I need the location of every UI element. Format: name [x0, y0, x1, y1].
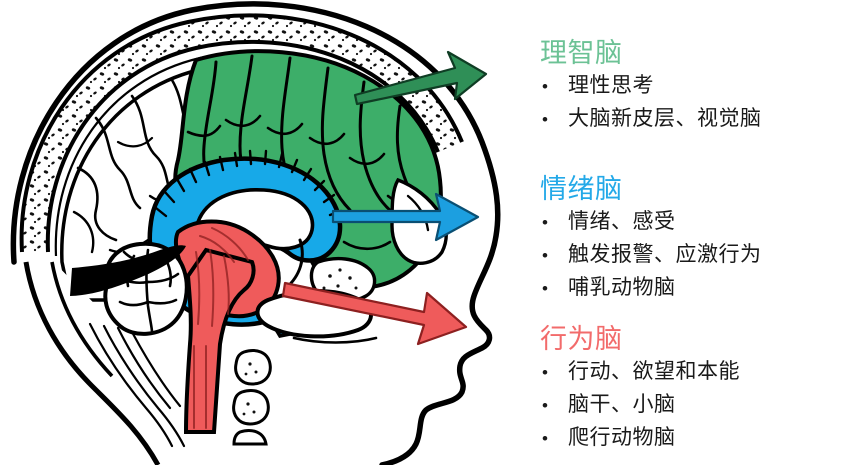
list-item-label: 理性思考: [568, 74, 654, 97]
list-item-label: 触发报警、应激行为: [568, 243, 762, 266]
section-rational-brain: 理智脑 • 理性思考 • 大脑新皮层、视觉脑: [528, 36, 863, 136]
list-item-label: 哺乳动物脑: [568, 276, 676, 299]
cerebellum: [70, 241, 189, 336]
bullet-point-icon: •: [542, 213, 548, 232]
bullet-point-icon: •: [542, 279, 548, 298]
list-item: • 脑干、小脑: [528, 389, 863, 422]
bullet-point-icon: •: [542, 110, 548, 129]
brain-layers-text-panel: 理智脑 • 理性思考 • 大脑新皮层、视觉脑 情绪脑 • 情绪、感受: [528, 0, 863, 465]
list-item-label: 行动、欲望和本能: [568, 360, 740, 383]
heading-rational-brain: 理智脑: [540, 38, 623, 68]
bullet-point-icon: •: [542, 363, 548, 382]
head-sagittal-svg: [10, 1, 501, 465]
bullet-point-icon: •: [542, 77, 548, 96]
list-item: • 爬行动物脑: [528, 422, 863, 455]
list-item: • 理性思考: [528, 70, 863, 103]
bullet-list-behavioral: • 行动、欲望和本能 • 脑干、小脑 • 爬行动物脑: [528, 356, 863, 455]
list-item-label: 大脑新皮层、视觉脑: [568, 107, 762, 130]
red-arrow: [281, 281, 468, 346]
brainstem-red-region: [173, 219, 332, 434]
face-profile-details: [23, 177, 448, 465]
bullet-point-icon: •: [542, 396, 548, 415]
list-item-label: 爬行动物脑: [568, 426, 676, 449]
heading-behavioral-brain: 行为脑: [540, 324, 623, 354]
heading-emotional-brain: 情绪脑: [540, 174, 623, 204]
list-item: • 大脑新皮层、视觉脑: [528, 103, 863, 136]
section-emotional-brain: 情绪脑 • 情绪、感受 • 触发报警、应激行为 • 哺乳动物脑: [528, 172, 863, 305]
bullet-list-emotional: • 情绪、感受 • 触发报警、应激行为 • 哺乳动物脑: [528, 206, 863, 305]
vertebrae: [232, 349, 272, 446]
bullet-list-rational: • 理性思考 • 大脑新皮层、视觉脑: [528, 70, 863, 136]
brain-diagram-illustration: [10, 1, 501, 465]
list-item: • 情绪、感受: [528, 206, 863, 239]
list-item-label: 脑干、小脑: [568, 393, 676, 416]
section-behavioral-brain: 行为脑 • 行动、欲望和本能 • 脑干、小脑 • 爬行动物脑: [528, 322, 863, 455]
head-outline: [10, 1, 501, 465]
bullet-point-icon: •: [542, 429, 548, 448]
list-item-label: 情绪、感受: [568, 210, 676, 233]
list-item: • 触发报警、应激行为: [528, 239, 863, 272]
green-arrow: [353, 50, 488, 106]
bullet-point-icon: •: [542, 246, 548, 265]
blue-arrow: [331, 192, 480, 242]
list-item: • 行动、欲望和本能: [528, 356, 863, 389]
list-item: • 哺乳动物脑: [528, 272, 863, 305]
